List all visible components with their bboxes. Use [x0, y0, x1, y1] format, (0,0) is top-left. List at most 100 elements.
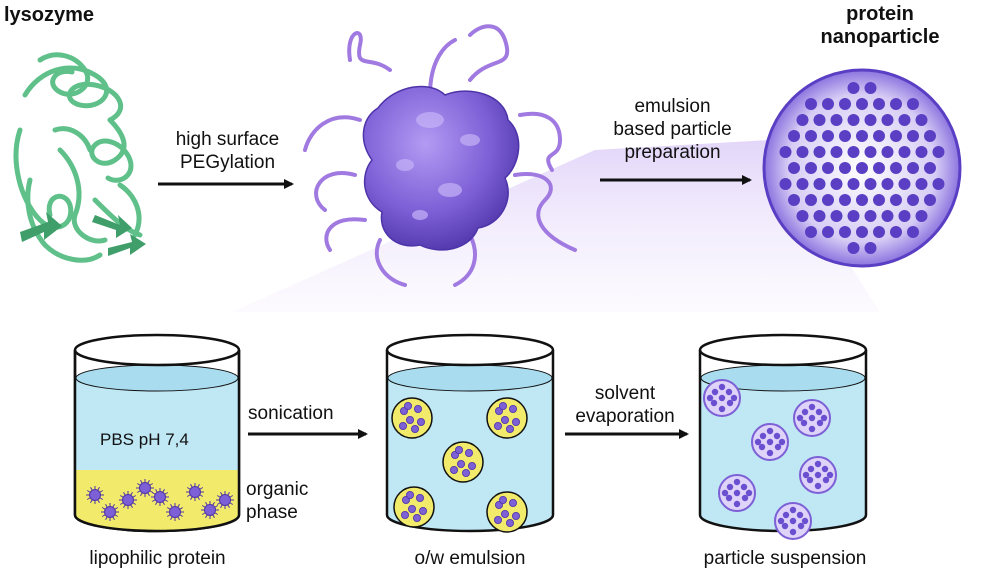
lipophilic-protein-molecule — [216, 491, 234, 509]
lysozyme-sheets — [20, 212, 146, 256]
peg-chains — [303, 24, 577, 287]
nanoparticle-title-line2: nanoparticle — [820, 26, 940, 48]
nanoparticle-dot — [847, 242, 860, 254]
emulsion-label-line1: emulsion — [634, 96, 711, 117]
pegylation-label: high surface PEGylation — [160, 128, 295, 174]
nanoparticle-dot — [924, 162, 936, 174]
pegylation-label-line1: high surface — [175, 129, 280, 150]
nanoparticle-dot — [907, 194, 919, 206]
nanoparticle-dot — [788, 194, 800, 206]
nanoparticle-dot — [864, 178, 877, 190]
nanoparticle-dot — [915, 146, 928, 158]
suspension-particle — [703, 379, 741, 417]
emulsion-label: emulsion based particle preparation — [585, 95, 760, 164]
suspension-particle — [751, 423, 789, 461]
nanoparticle-dot — [805, 226, 817, 238]
emulsion-droplet — [486, 397, 528, 439]
lipophilic-protein-molecule — [119, 491, 137, 509]
nanoparticle-dot — [839, 130, 851, 142]
nanoparticle-dot — [907, 226, 919, 238]
nanoparticle-dot — [881, 210, 894, 222]
nanoparticle-dot — [932, 146, 945, 158]
nanoparticle-dot — [873, 194, 885, 206]
nanoparticle-dot — [822, 162, 834, 174]
solvent-evaporation-line1: solvent — [594, 383, 656, 404]
pbs-label: PBS pH 7,4 — [100, 430, 189, 449]
beaker-particle-suspension — [698, 333, 868, 540]
nanoparticle-dot — [864, 242, 877, 254]
suspension-particle — [718, 474, 756, 512]
lysozyme-ribbon — [13, 52, 143, 263]
lipophilic-protein-molecule — [151, 488, 169, 506]
lipophilic-protein-molecule — [201, 501, 219, 519]
protein-surface-highlights — [396, 112, 480, 220]
nanoparticle-dot — [822, 194, 834, 206]
lipophilic-protein-molecule — [166, 503, 184, 521]
suspension-particle — [799, 456, 837, 494]
nanoparticle-dot — [907, 98, 919, 110]
particle-suspension-caption: particle suspension — [703, 548, 867, 569]
nanoparticle-dot — [847, 114, 860, 126]
nanoparticle-dot — [856, 194, 868, 206]
nanoparticle-dot — [830, 178, 843, 190]
nanoparticle-dot — [898, 146, 911, 158]
nanoparticle-dot — [881, 146, 894, 158]
nanoparticle-dot — [788, 162, 800, 174]
emulsion-label-line3: preparation — [624, 142, 721, 163]
nanoparticle-dot — [839, 98, 851, 110]
nanoparticle-dot — [864, 114, 877, 126]
nanoparticle-dot — [796, 178, 809, 190]
lipophilic-protein-molecule — [186, 483, 204, 501]
nanoparticle-dot — [805, 98, 817, 110]
nanoparticle-dot — [890, 162, 902, 174]
nanoparticle-dot — [779, 146, 792, 158]
nanoparticle-dot — [788, 130, 800, 142]
nanoparticle-dot — [881, 114, 894, 126]
nanoparticle-dot — [924, 130, 936, 142]
pegylated-protein — [362, 85, 520, 251]
nanoparticle-dot — [822, 226, 834, 238]
lipophilic-protein-molecule — [101, 503, 119, 521]
nanoparticle-dot — [907, 162, 919, 174]
nanoparticle-dot — [847, 146, 860, 158]
nanoparticle-dot — [898, 178, 911, 190]
nanoparticle-dot — [839, 226, 851, 238]
nanoparticle-dot — [864, 146, 877, 158]
organic-phase-label: organic phase — [246, 478, 308, 524]
beaker-ow-emulsion — [385, 333, 555, 533]
nanoparticle-dot — [813, 146, 826, 158]
organic-phase-line2: phase — [246, 502, 298, 523]
nanoparticle-dot — [813, 210, 826, 222]
pegylation-label-line2: PEGylation — [179, 152, 276, 173]
nanoparticle-dot — [813, 114, 826, 126]
nanoparticle-dot — [873, 130, 885, 142]
nanoparticle-dot — [856, 162, 868, 174]
emulsion-droplet — [393, 486, 435, 528]
ow-emulsion-caption: o/w emulsion — [414, 548, 526, 569]
nanoparticle-dot — [830, 114, 843, 126]
nanoparticle-dot — [924, 194, 936, 206]
nanoparticle-dot — [822, 130, 834, 142]
solvent-evaporation-line2: evaporation — [575, 406, 675, 427]
nanoparticle-dot — [864, 210, 877, 222]
nanoparticle-dot — [813, 178, 826, 190]
solvent-evaporation-label: solvent evaporation — [560, 382, 690, 428]
nanoparticle-dot — [898, 210, 911, 222]
emulsion-label-line2: based particle — [613, 119, 732, 140]
nanoparticle-dot — [907, 130, 919, 142]
nanoparticle-dot — [822, 98, 834, 110]
lipophilic-protein-molecule — [136, 479, 154, 497]
nanoparticle-dot — [856, 98, 868, 110]
nanoparticle-dot — [890, 226, 902, 238]
nanoparticle-dot — [890, 98, 902, 110]
nanoparticle-title-line1: protein — [846, 3, 914, 25]
suspension-particle — [793, 399, 831, 437]
emulsion-droplet — [486, 491, 528, 533]
organic-phase-line1: organic — [246, 479, 309, 500]
beaker-lipophilic-protein — [73, 333, 241, 533]
nanoparticle-dot — [805, 130, 817, 142]
nanoparticle-dot — [847, 178, 860, 190]
nanoparticle-dot — [830, 210, 843, 222]
nanoparticle-dot — [864, 82, 877, 94]
